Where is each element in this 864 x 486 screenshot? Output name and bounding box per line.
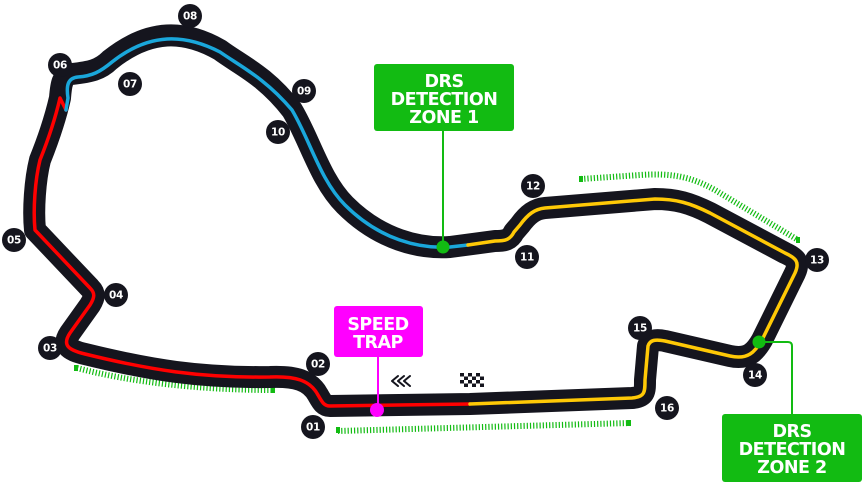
drs-zone-strip-end bbox=[579, 176, 583, 182]
turn-number: 12 bbox=[526, 181, 540, 193]
turn-marker-badge bbox=[38, 336, 62, 360]
turn-marker-12: 12 bbox=[521, 174, 545, 198]
callout-line: DETECTION bbox=[739, 440, 846, 460]
turn-marker-16: 16 bbox=[655, 396, 679, 420]
turn-marker-badge bbox=[743, 363, 767, 387]
turn-marker-13: 13 bbox=[805, 248, 829, 272]
turn-number: 01 bbox=[306, 422, 320, 434]
callout-line: DRS bbox=[772, 422, 811, 442]
turn-marker-badge bbox=[805, 248, 829, 272]
drs-detection-point-1 bbox=[436, 240, 450, 254]
sector-lines bbox=[32, 37, 799, 408]
turn-marker-11: 11 bbox=[515, 245, 539, 269]
turn-markers: 01 02 03 04 05 06 07 08 09 10 11 12 13 14 15 16 bbox=[2, 4, 829, 439]
drs-zone-strip-end bbox=[627, 420, 631, 426]
turn-marker-badge bbox=[292, 79, 316, 103]
callout-line: DRS bbox=[424, 72, 463, 92]
callout-line: TRAP bbox=[353, 333, 403, 353]
drs-detection-zone-1-callout: DRS DETECTION ZONE 1 bbox=[374, 64, 514, 254]
callout-box bbox=[722, 414, 862, 482]
sector-1-line bbox=[32, 96, 472, 408]
callout-line: SPEED bbox=[347, 315, 408, 335]
turn-marker-badge bbox=[48, 53, 72, 77]
turn-number: 03 bbox=[43, 343, 57, 355]
turn-number: 07 bbox=[123, 79, 137, 91]
callout-box bbox=[374, 64, 514, 131]
callout-line: ZONE 1 bbox=[409, 108, 478, 128]
turn-marker-04: 04 bbox=[104, 283, 128, 307]
drs-detection-point-2 bbox=[752, 335, 766, 349]
turn-number: 09 bbox=[297, 86, 311, 98]
turn-marker-05: 05 bbox=[2, 228, 26, 252]
turn-number: 06 bbox=[53, 60, 67, 72]
drs-zone-strip-end bbox=[796, 237, 800, 243]
turn-number: 14 bbox=[748, 370, 762, 382]
turn-marker-badge bbox=[306, 352, 330, 376]
turn-marker-badge bbox=[104, 283, 128, 307]
turn-marker-badge bbox=[178, 4, 202, 28]
turn-marker-06: 06 bbox=[48, 53, 72, 77]
turn-marker-badge bbox=[2, 228, 26, 252]
turn-marker-badge bbox=[301, 415, 325, 439]
sector-2-line bbox=[64, 37, 470, 250]
turn-marker-badge bbox=[521, 174, 545, 198]
checkered-flag-icon bbox=[460, 373, 484, 387]
callout-line: ZONE 2 bbox=[757, 458, 826, 478]
turn-marker-badge bbox=[266, 120, 290, 144]
sector-3-line bbox=[466, 197, 799, 406]
turn-number: 16 bbox=[660, 403, 674, 415]
drs-zone-strip-back-straight bbox=[76, 365, 273, 393]
turn-marker-02: 02 bbox=[306, 352, 330, 376]
direction-chevrons-icon bbox=[391, 375, 411, 387]
drs-detection-zone-2-callout: DRS DETECTION ZONE 2 bbox=[722, 335, 862, 482]
turn-number: 04 bbox=[109, 290, 123, 302]
speed-trap-callout: SPEED TRAP bbox=[334, 306, 423, 417]
turn-number: 08 bbox=[183, 11, 197, 23]
turn-marker-01: 01 bbox=[301, 415, 325, 439]
drs-zone-strip-end bbox=[271, 387, 275, 393]
turn-marker-15: 15 bbox=[628, 316, 652, 340]
turn-number: 15 bbox=[633, 323, 647, 335]
turn-marker-badge bbox=[655, 396, 679, 420]
callout-box bbox=[334, 306, 423, 357]
callout-leader-line bbox=[759, 341, 793, 414]
drs-zone-strip-main-straight bbox=[337, 420, 631, 434]
speed-trap-point bbox=[370, 403, 384, 417]
turn-number: 10 bbox=[271, 127, 285, 139]
turn-marker-badge bbox=[515, 245, 539, 269]
callout-line: DETECTION bbox=[391, 90, 498, 110]
turn-marker-08: 08 bbox=[178, 4, 202, 28]
turn-number: 11 bbox=[520, 252, 534, 264]
drs-zone-strip-end bbox=[336, 427, 340, 433]
drs-zone-strip-end bbox=[74, 365, 78, 371]
turn-marker-badge bbox=[628, 316, 652, 340]
turn-number: 05 bbox=[7, 235, 21, 247]
turn-marker-14: 14 bbox=[743, 363, 767, 387]
turn-marker-badge bbox=[118, 72, 142, 96]
drs-zones bbox=[74, 171, 800, 434]
drs-zone-strip-t12-t13 bbox=[580, 171, 800, 243]
turn-number: 13 bbox=[810, 255, 824, 267]
turn-marker-09: 09 bbox=[292, 79, 316, 103]
turn-marker-07: 07 bbox=[118, 72, 142, 96]
turn-number: 02 bbox=[311, 359, 325, 371]
turn-marker-10: 10 bbox=[266, 120, 290, 144]
turn-marker-03: 03 bbox=[38, 336, 62, 360]
